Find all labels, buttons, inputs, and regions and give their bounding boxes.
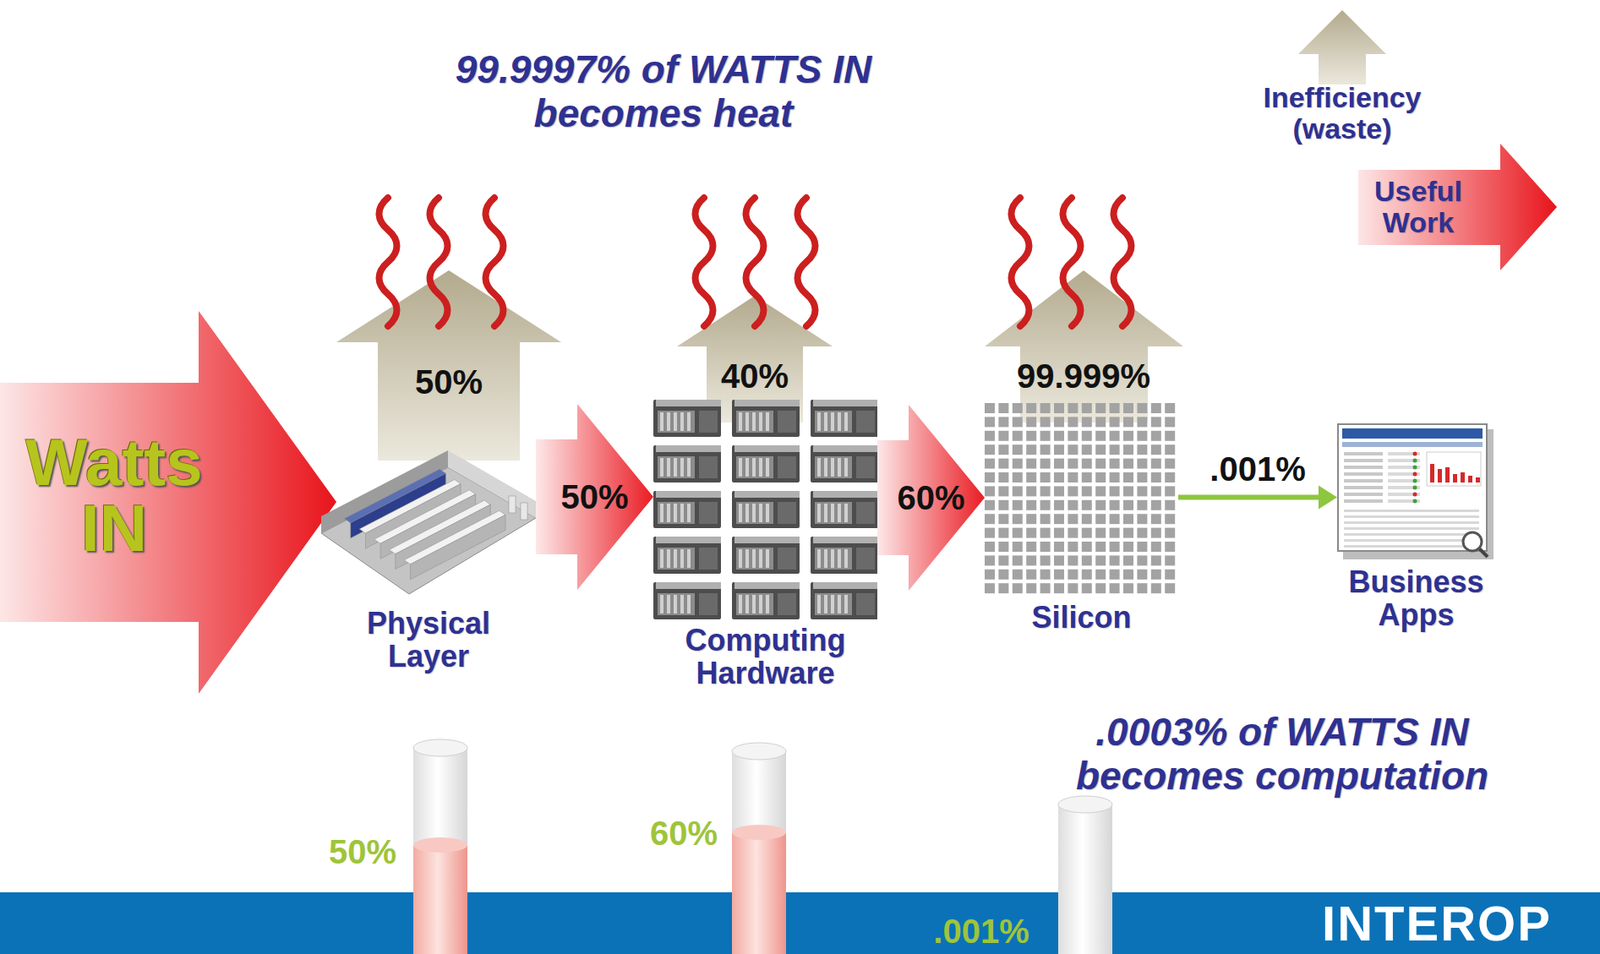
gauge-percent: 60% bbox=[649, 814, 718, 853]
heat-squiggle bbox=[1113, 197, 1132, 327]
heat-squiggle bbox=[695, 197, 714, 327]
legend-text: Useful Work bbox=[1354, 175, 1482, 238]
heat-squiggles bbox=[379, 197, 1132, 327]
tube-fill-top bbox=[413, 837, 468, 853]
heat-squiggle bbox=[430, 197, 448, 327]
tube-top bbox=[413, 739, 468, 757]
node-icon bbox=[984, 403, 1179, 597]
tube-top bbox=[1058, 796, 1113, 814]
tube-body bbox=[413, 748, 468, 954]
node-label: Physical Layer bbox=[344, 607, 514, 674]
tube-fill bbox=[731, 832, 787, 954]
input-arrow bbox=[0, 311, 337, 694]
heat-percent: 50% bbox=[415, 363, 483, 402]
heat-region: 99.9997% of WATTS IN becomes heat bbox=[163, 19, 1164, 409]
arrowhead bbox=[1318, 486, 1338, 510]
edge-label: 60% bbox=[896, 479, 965, 518]
heat-squiggle bbox=[1011, 197, 1030, 327]
tube-top bbox=[731, 742, 787, 760]
heat-squiggle bbox=[379, 197, 398, 327]
legend-waste-arrow bbox=[1298, 10, 1387, 85]
physical-layer: Physical Layer bbox=[321, 433, 536, 674]
node-label: Computing Hardware bbox=[664, 624, 868, 691]
silicon-grid-illustration bbox=[984, 403, 1179, 597]
computing-hardware: Computing Hardware bbox=[653, 398, 878, 691]
node-icon bbox=[653, 398, 878, 620]
server-rack-illustration bbox=[653, 398, 878, 620]
output-arrow bbox=[1178, 486, 1338, 510]
heat-arrow bbox=[336, 270, 562, 461]
gauge-percent: 50% bbox=[328, 833, 397, 872]
tube-fill-top bbox=[731, 824, 787, 841]
computation-region: .0003% of WATTS IN becomes computation Bu… bbox=[1015, 351, 1600, 847]
edge-label: 50% bbox=[560, 478, 628, 517]
heat-squiggle bbox=[1063, 197, 1082, 327]
node-label: Business Apps bbox=[1337, 566, 1496, 633]
brand-logo: INTEROP bbox=[1321, 895, 1552, 952]
tube-body bbox=[731, 751, 787, 954]
datacenter-illustration bbox=[321, 433, 536, 603]
business-apps: Business Apps bbox=[1337, 423, 1496, 633]
heat-squiggle bbox=[746, 197, 765, 327]
heat-squiggle bbox=[486, 197, 504, 327]
silicon: Silicon bbox=[984, 403, 1179, 635]
tube-body bbox=[1058, 804, 1113, 954]
footer-band bbox=[0, 892, 1600, 954]
node-label: Silicon bbox=[988, 601, 1175, 635]
legend-text: Inefficiency (waste) bbox=[1240, 81, 1444, 144]
heat-squiggle bbox=[797, 197, 816, 327]
flow-arrow bbox=[877, 404, 985, 591]
flow-arrow-body bbox=[535, 404, 654, 590]
tube-fill bbox=[413, 845, 468, 954]
edge-label: .001% bbox=[1209, 449, 1306, 488]
flow-arrow bbox=[535, 404, 654, 590]
node-text: 99.9997% of WATTS IN becomes heat bbox=[384, 48, 943, 136]
business-app-illustration bbox=[1337, 423, 1496, 562]
gauge-tubes bbox=[413, 739, 1113, 954]
watts-in-arrow: Watts IN bbox=[0, 311, 337, 694]
heat-percent: 40% bbox=[720, 357, 789, 396]
node-icon bbox=[1337, 423, 1496, 562]
output-arrow-line bbox=[1178, 495, 1319, 501]
node-icon bbox=[321, 433, 536, 603]
flow-arrow-body bbox=[877, 404, 985, 591]
gauge-percent: .001% bbox=[933, 912, 1029, 951]
node-text: Watts IN bbox=[8, 429, 220, 562]
heat-percent: 99.999% bbox=[1016, 357, 1151, 396]
node-text: .0003% of WATTS IN becomes computation bbox=[1028, 710, 1536, 798]
